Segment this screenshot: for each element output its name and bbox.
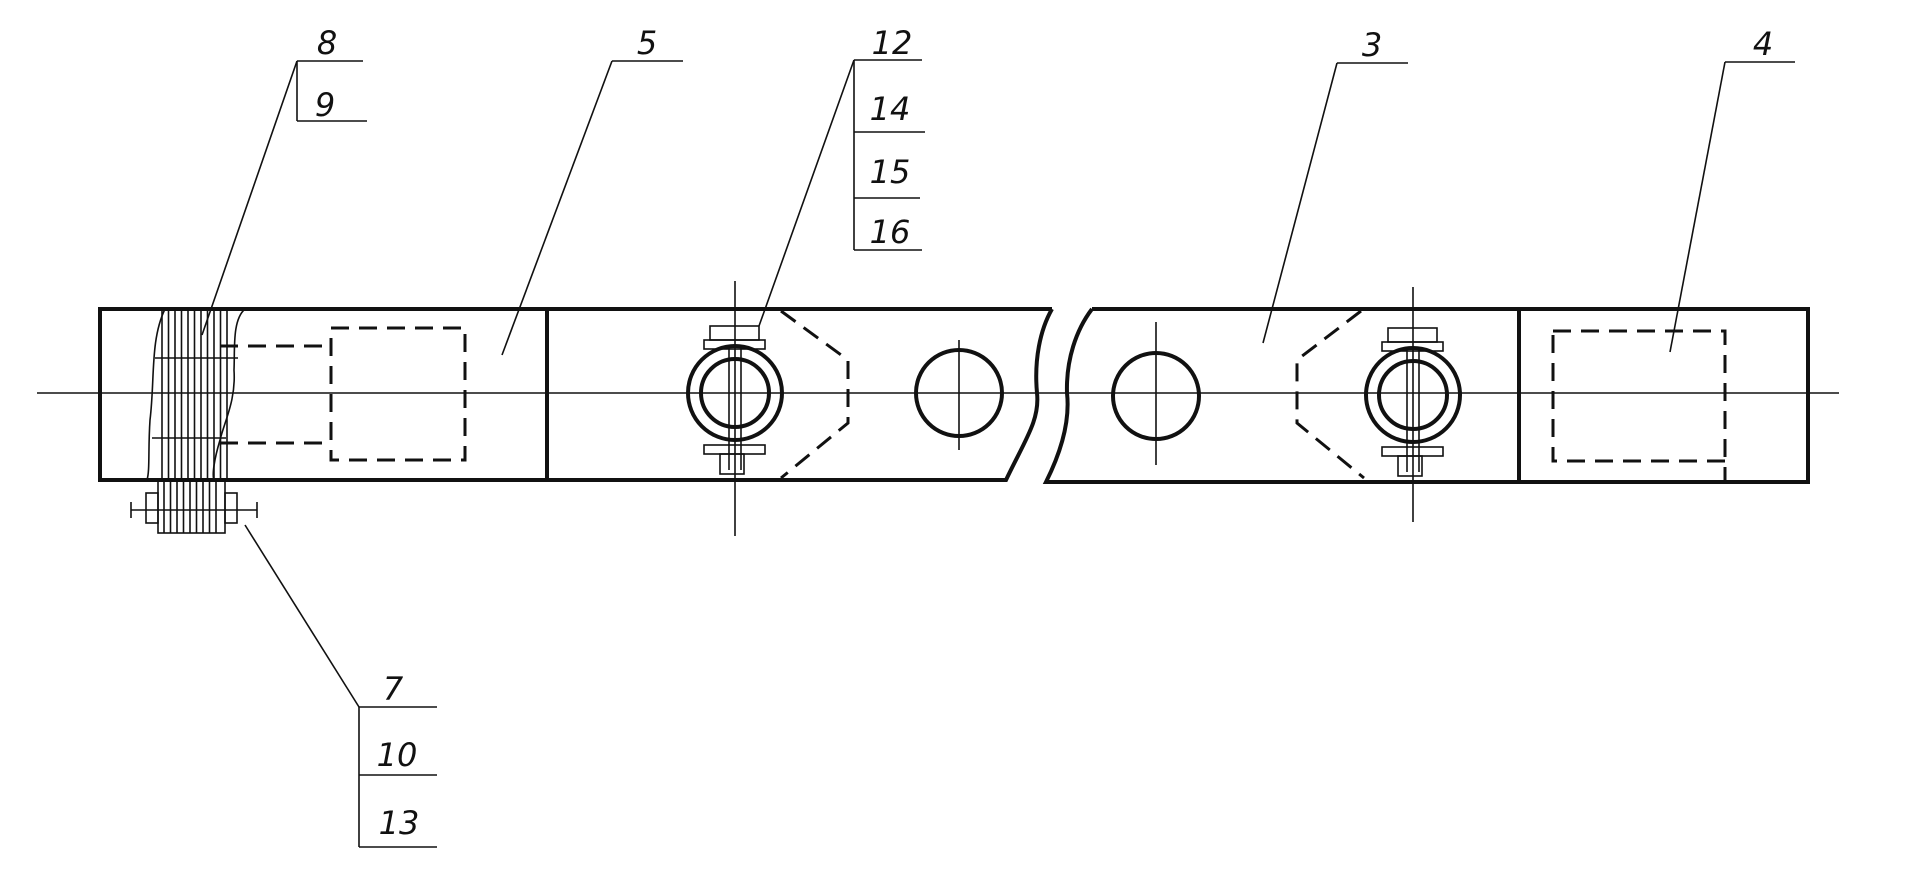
callout-label-15: 15 — [870, 153, 911, 191]
callout-label-8: 8 — [317, 24, 337, 62]
clip-assembly — [130, 479, 258, 534]
beam-right — [1042, 307, 1810, 484]
callout-label-12: 12 — [872, 24, 913, 62]
callout-label-5: 5 — [637, 24, 657, 62]
callout-8-9: 8 9 — [201, 24, 367, 336]
callout-label-13: 13 — [379, 804, 420, 842]
callout-7-10-13: 7 10 13 — [244, 524, 437, 848]
hidden-insert-right — [1551, 329, 1727, 482]
hatched-band — [146, 308, 246, 481]
callout-label-4: 4 — [1753, 25, 1773, 63]
callout-label-7: 7 — [383, 670, 404, 708]
clamp-left — [686, 281, 784, 536]
callout-4: 4 — [1669, 25, 1795, 353]
beam-left — [98, 307, 1054, 482]
callout-label-3: 3 — [1362, 26, 1382, 64]
callout-5: 5 — [501, 24, 683, 356]
callout-3: 3 — [1262, 26, 1408, 344]
callout-label-14: 14 — [870, 90, 911, 128]
hidden-hex-left — [780, 309, 850, 480]
callout-label-16: 16 — [870, 213, 911, 251]
hidden-hex-right — [1295, 309, 1365, 480]
callout-label-10: 10 — [377, 736, 418, 774]
clamp-right — [1364, 287, 1462, 522]
hidden-insert-left — [220, 326, 467, 462]
callout-label-9: 9 — [315, 86, 335, 124]
callout-12-16: 12 14 15 16 — [758, 24, 925, 327]
